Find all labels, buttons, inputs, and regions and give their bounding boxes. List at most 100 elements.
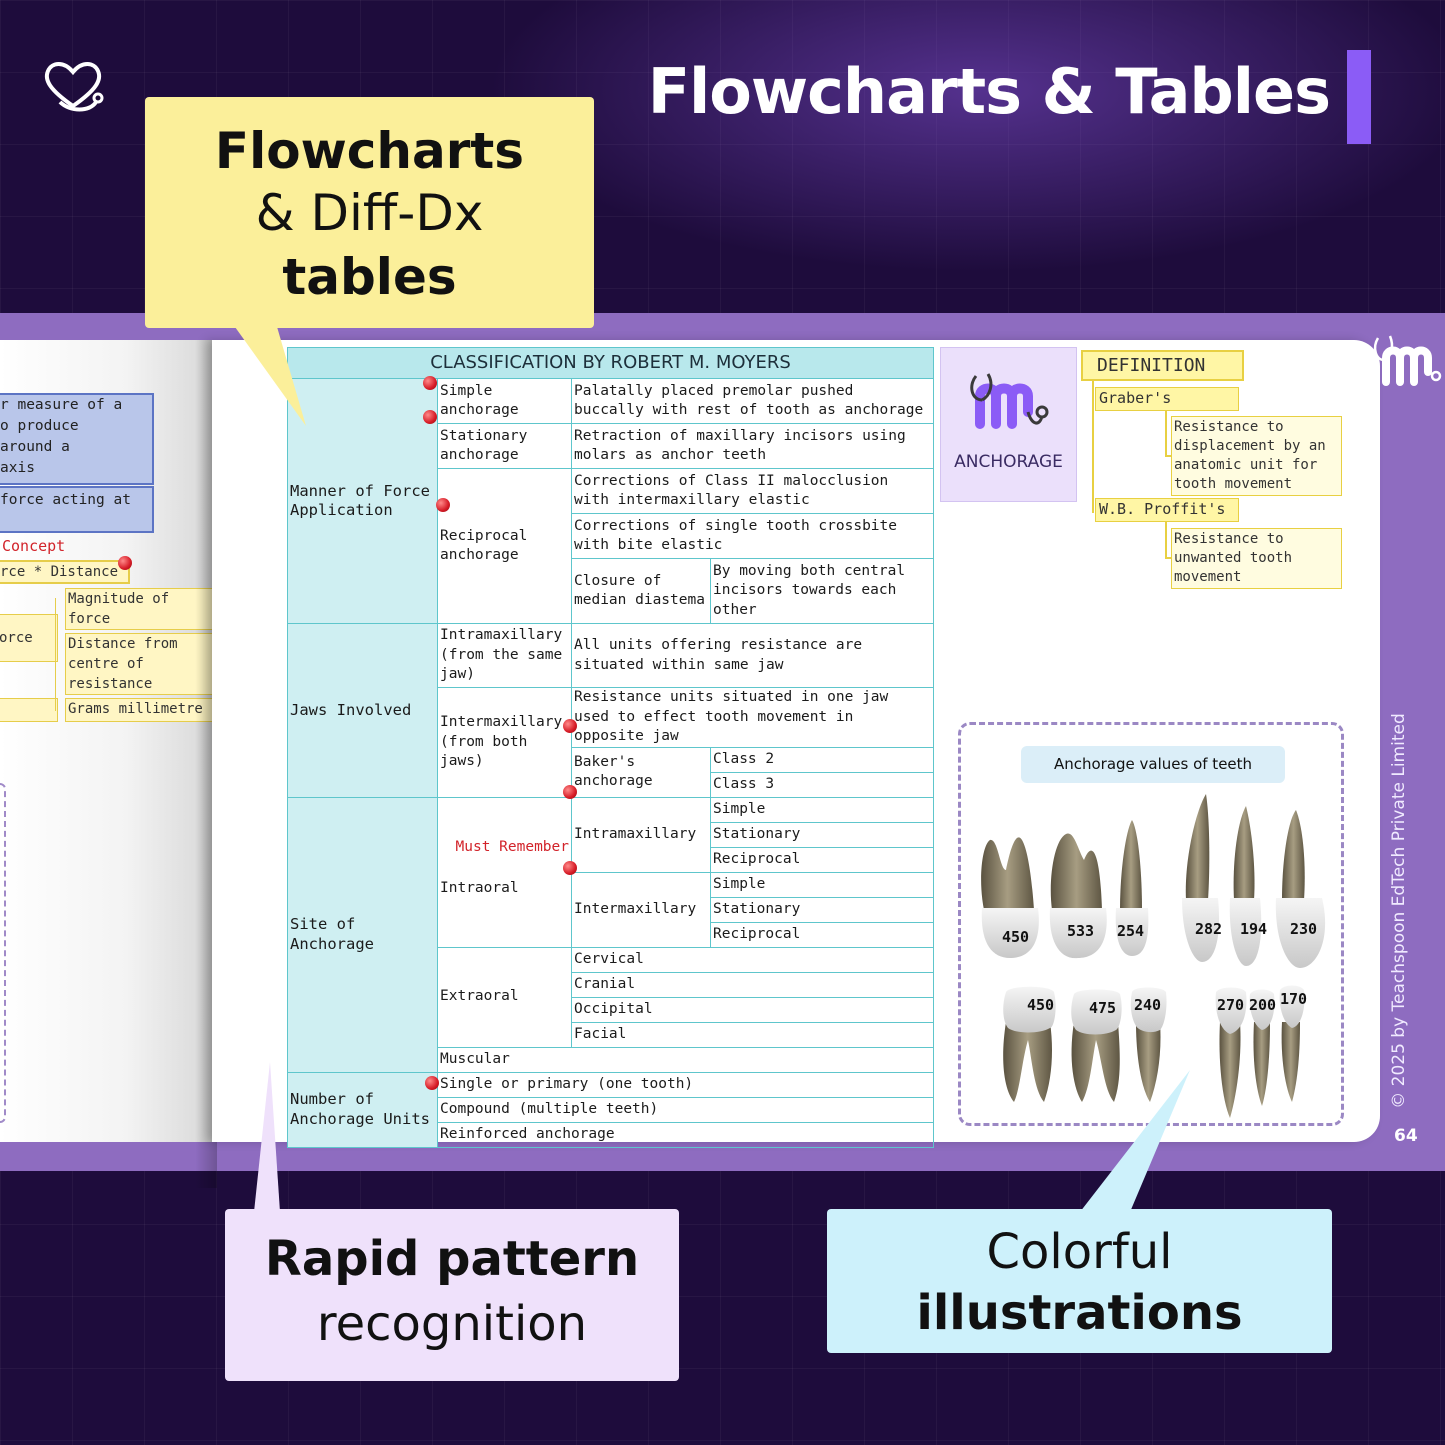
proffit-definition: Resistance to unwanted tooth movement bbox=[1171, 528, 1342, 589]
callout-line: & Diff-Dx bbox=[255, 184, 484, 242]
callout-pointer bbox=[1080, 1070, 1190, 1212]
pushpin-icon bbox=[118, 556, 132, 570]
jaws-label: Jaws Involved bbox=[287, 623, 438, 798]
upper-molar-2 bbox=[1049, 833, 1107, 959]
callout-flowcharts: Flowcharts & Diff-Dx tables bbox=[145, 97, 594, 328]
intramax-desc: All units offering resistance are situat… bbox=[570, 623, 935, 688]
graber-definition: Resistance to displacement by an anatomi… bbox=[1171, 416, 1342, 496]
pushpin-icon bbox=[423, 410, 437, 424]
compound-unit: Compound (multiple teeth) bbox=[436, 1096, 935, 1123]
tooth-value: 270 bbox=[1217, 996, 1245, 1014]
text-line: r measure of a bbox=[0, 397, 123, 413]
intermax-jaw: Intermaxillary (from both jaws) bbox=[437, 687, 572, 798]
lower-lateral bbox=[1249, 989, 1275, 1106]
intra-reciprocal: Reciprocal bbox=[709, 846, 935, 873]
connector-line bbox=[1165, 557, 1172, 559]
tooth-value: 282 bbox=[1195, 920, 1223, 938]
pushpin-icon bbox=[423, 376, 437, 390]
intermax-desc: Resistance units situated in one jaw use… bbox=[570, 687, 935, 748]
callout-pointer bbox=[230, 320, 306, 426]
force-tag: orce bbox=[0, 614, 58, 662]
distance-text: Distance from centre of resistance bbox=[68, 636, 178, 692]
upper-central bbox=[1275, 810, 1326, 968]
inter-reciprocal: Reciprocal bbox=[709, 921, 935, 948]
text-line: o produce bbox=[0, 418, 79, 434]
units-text: Grams millimetre bbox=[68, 701, 203, 717]
pushpin-icon bbox=[563, 785, 577, 799]
connector-line bbox=[1165, 411, 1167, 455]
cervical: Cervical bbox=[570, 946, 935, 973]
muscular: Muscular bbox=[436, 1046, 935, 1073]
inter-stationary: Stationary bbox=[709, 896, 935, 923]
stationary-desc: Retraction of maxillary incisors using m… bbox=[570, 423, 935, 469]
tooth-value: 194 bbox=[1240, 920, 1268, 938]
tooth-value: 254 bbox=[1117, 922, 1145, 940]
callout-line: illustrations bbox=[916, 1285, 1243, 1341]
upper-lateral bbox=[1229, 806, 1262, 966]
distance-note: Distance from centre of resistance bbox=[65, 633, 212, 695]
blank-tag bbox=[0, 698, 58, 722]
teeth-title: Anchorage values of teeth bbox=[1021, 746, 1285, 783]
lower-canine bbox=[1215, 987, 1247, 1118]
force-box: force acting at bbox=[0, 486, 154, 533]
tooth-value: 475 bbox=[1089, 999, 1117, 1017]
concept-box: r measure of a o produce around a axis bbox=[0, 393, 154, 485]
lower-molar-2 bbox=[1071, 989, 1122, 1102]
dashed-frame bbox=[0, 783, 6, 1123]
graber-tag: Graber's bbox=[1095, 387, 1239, 411]
callout-pattern-recognition: Rapid pattern recognition bbox=[225, 1209, 679, 1381]
m-stethoscope-logo-icon bbox=[1373, 335, 1442, 386]
upper-canine bbox=[1182, 794, 1220, 962]
title-accent-bar bbox=[1347, 50, 1371, 144]
text-line: force acting at bbox=[0, 492, 131, 508]
class-3: Class 3 bbox=[709, 771, 935, 798]
intermaxillary-site: Intermaxillary bbox=[571, 871, 711, 948]
connector-line bbox=[1092, 381, 1094, 513]
page-number: 64 bbox=[1394, 1126, 1418, 1146]
extraoral: Extraoral bbox=[437, 946, 572, 1048]
reciprocal-anchorage: Reciprocal anchorage bbox=[437, 468, 572, 624]
intra-simple: Simple bbox=[709, 796, 935, 823]
tooth-value: 450 bbox=[1027, 996, 1055, 1014]
intraoral: Must Remember Intraoral bbox=[437, 796, 572, 948]
single-unit: Single or primary (one tooth) bbox=[436, 1071, 935, 1098]
reinforced-unit: Reinforced anchorage bbox=[436, 1121, 935, 1148]
tooth-value: 533 bbox=[1067, 922, 1095, 940]
force-text: orce bbox=[0, 630, 33, 646]
lower-molar-1 bbox=[1003, 986, 1056, 1102]
tooth-value: 170 bbox=[1280, 990, 1308, 1008]
lower-central bbox=[1279, 985, 1305, 1102]
teeth-illustration bbox=[981, 794, 1326, 1118]
callout-line: Rapid pattern bbox=[264, 1231, 640, 1287]
heart-stethoscope-logo-icon bbox=[44, 62, 104, 112]
magnitude-text: Magnitude of force bbox=[68, 591, 170, 627]
occipital: Occipital bbox=[570, 996, 935, 1023]
cranial: Cranial bbox=[570, 971, 935, 998]
definition-heading: DEFINITION bbox=[1081, 350, 1244, 381]
reciprocal-desc-3b: By moving both central incisors towards … bbox=[709, 558, 935, 624]
callout-line: Colorful bbox=[986, 1224, 1173, 1280]
upper-molar-1 bbox=[981, 837, 1039, 958]
callout-line: tables bbox=[282, 248, 457, 306]
formula-text: rce * Distance bbox=[0, 564, 119, 580]
facial: Facial bbox=[570, 1021, 935, 1048]
callout-line: recognition bbox=[316, 1296, 588, 1352]
simple-anchorage: Simple anchorage bbox=[437, 378, 572, 424]
proffit-tag: W.B. Proffit's bbox=[1095, 498, 1239, 522]
simple-desc: Palatally placed premolar pushed buccall… bbox=[570, 378, 935, 424]
tooth-value: 230 bbox=[1290, 920, 1318, 938]
text-line: around a bbox=[0, 439, 70, 455]
site-label: Site of Anchorage bbox=[287, 796, 438, 1073]
upper-premolar bbox=[1115, 820, 1149, 956]
m-stethoscope-logo-icon bbox=[970, 373, 1049, 429]
formula-tag: rce * Distance bbox=[0, 560, 130, 584]
units-label: Number of Anchorage Units bbox=[287, 1071, 438, 1148]
tooth-value: 240 bbox=[1134, 996, 1162, 1014]
stationary-anchorage: Stationary anchorage bbox=[437, 423, 572, 469]
lower-premolar bbox=[1130, 987, 1167, 1102]
page-gutter-shadow bbox=[195, 340, 217, 1188]
callout-pointer bbox=[254, 1062, 280, 1212]
classification-table: CLASSIFICATION BY ROBERT M. MOYERS Manne… bbox=[286, 347, 935, 1148]
reciprocal-desc-1: Corrections of Class II malocclusion wit… bbox=[570, 468, 935, 514]
intra-stationary: Stationary bbox=[709, 821, 935, 848]
